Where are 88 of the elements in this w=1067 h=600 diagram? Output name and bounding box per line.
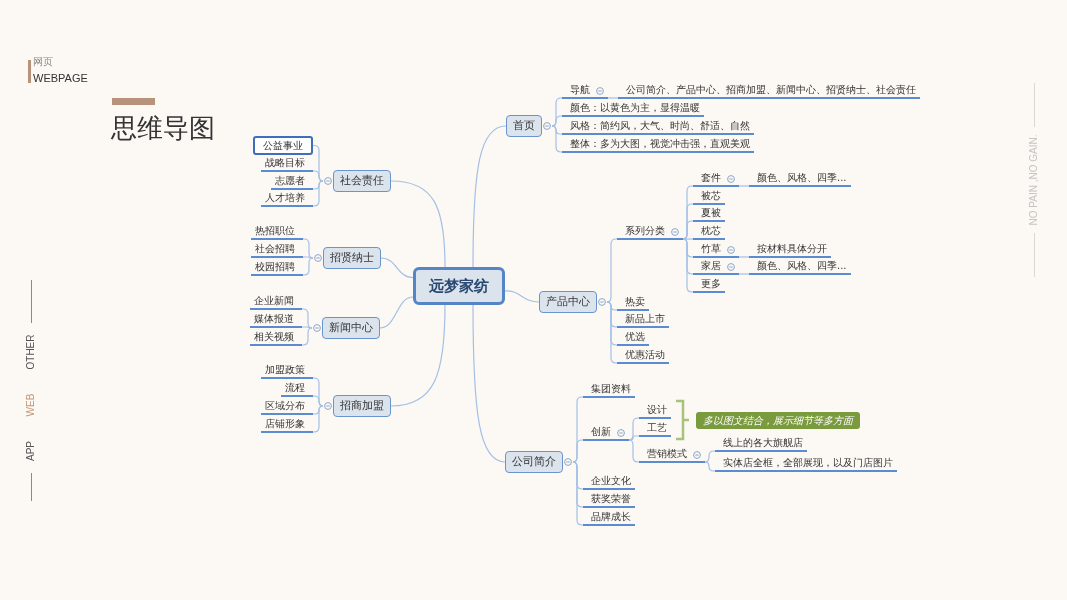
subtopic-label: 颜色：以黄色为主，显得温暖 <box>562 101 704 117</box>
connector-line <box>312 180 324 207</box>
topic-box: 招商加盟 <box>333 395 391 417</box>
connector-line <box>301 326 313 329</box>
connector-line <box>551 125 563 153</box>
subtopic-label: 实体店全框，全部展现，以及门店图片 <box>715 456 897 472</box>
subtopic-label: 媒体报道 <box>250 312 302 328</box>
connector-line <box>379 296 414 329</box>
subtopic-label: 集团资料 <box>583 382 635 398</box>
connector-line <box>390 304 446 407</box>
subtopic-label: 流程 <box>281 381 313 397</box>
subtopic-label: 店铺形象 <box>261 417 313 433</box>
connector-line <box>704 461 716 472</box>
subtopic-label: 颜色、风格、四季... <box>749 171 851 187</box>
connector-line <box>572 439 584 463</box>
section-label: WEBPAGE <box>33 72 88 84</box>
connector-line <box>312 395 324 407</box>
connector-line <box>572 461 584 526</box>
connector-line <box>628 435 640 441</box>
subtopic-label: 颜色、风格、四季... <box>749 259 851 275</box>
topic-box: 招贤纳士 <box>323 247 381 269</box>
topic-box: 新闻中心 <box>322 317 380 339</box>
connector-line <box>682 238 694 293</box>
connector-line <box>312 170 324 182</box>
subtopic-label: 风格：简约风，大气、时尚、舒适、自然 <box>562 119 754 135</box>
connector-line <box>504 290 540 303</box>
subtopic-label: 优选 <box>617 330 649 346</box>
subtopic-label: 相关视频 <box>250 330 302 346</box>
slogan-text: NO PAIN ,NO GAIN. <box>1028 134 1040 226</box>
subtopic-label: 新品上市 <box>617 312 669 328</box>
connector-line <box>628 439 640 463</box>
subtopic-label: 工艺 <box>639 421 671 437</box>
subtopic-label: 更多 <box>693 277 725 293</box>
subtopic-label: 战略目标 <box>261 156 313 172</box>
connector-line <box>606 238 618 303</box>
connector-line <box>704 450 716 463</box>
connector-line <box>738 273 750 275</box>
subtopic-label: 按材料具体分开 <box>749 242 831 258</box>
connector-line <box>606 301 618 364</box>
connector-line <box>472 304 506 463</box>
subtopic-label: 人才培养 <box>261 191 313 207</box>
nav-label: WEB <box>25 393 37 417</box>
subtopic-label: 企业文化 <box>583 474 635 490</box>
subtopic-label: 整体：多为大图，视觉冲击强，直观美观 <box>562 137 754 153</box>
selected-subtopic-box: 公益事业 <box>253 136 313 155</box>
connector-line <box>301 308 313 329</box>
connector-line <box>302 256 314 259</box>
nav-label: APP <box>25 441 37 461</box>
topic-box: 产品中心 <box>539 291 597 313</box>
subtopic-label: 被芯 <box>693 189 725 205</box>
connector-line <box>380 257 414 279</box>
subtopic-label: 获奖荣誉 <box>583 492 635 508</box>
connector-line <box>302 257 314 276</box>
connector-line <box>312 405 324 433</box>
subtopic-label: 品牌成长 <box>583 510 635 526</box>
connector-line <box>682 220 694 240</box>
connector-line <box>738 185 750 187</box>
connector-line <box>738 256 750 258</box>
subtopic-label: 区域分布 <box>261 399 313 415</box>
connector-line <box>682 238 694 240</box>
connector-line <box>390 180 446 268</box>
topic-box: 首页 <box>506 115 542 137</box>
section-label: 网页 <box>33 56 53 68</box>
summary-callout: 多以图文结合，展示细节等多方面 <box>696 411 860 429</box>
connector-line <box>302 238 314 259</box>
subtopic-label: 热招职位 <box>251 224 303 240</box>
subtopic-label: 线上的各大旗舰店 <box>715 436 807 452</box>
subtopic-label: 社会招聘 <box>251 242 303 258</box>
subtopic-label: 志愿者 <box>271 174 313 190</box>
topic-box: 社会责任 <box>333 170 391 192</box>
subtopic-label: 热卖 <box>617 295 649 311</box>
connector-line <box>301 327 313 346</box>
subtopic-label: 设计 <box>639 403 671 419</box>
connector-line <box>472 125 507 268</box>
subtopic-label: 优惠活动 <box>617 348 669 364</box>
connector-line <box>551 115 563 127</box>
connector-line <box>628 417 640 441</box>
subtopic-label: 公司简介、产品中心、招商加盟、新闻中心、招贤纳士、社会责任 <box>618 83 920 99</box>
page-title: 思维导图 <box>111 112 215 145</box>
subtopic-label: 校园招聘 <box>251 260 303 276</box>
topic-box: 公司简介 <box>505 451 563 473</box>
central-topic-box: 远梦家纺 <box>413 267 505 305</box>
subtopic-label: 加盟政策 <box>261 363 313 379</box>
subtopic-label: 夏被 <box>693 206 725 222</box>
connector-line <box>607 97 619 99</box>
subtopic-label: 企业新闻 <box>250 294 302 310</box>
subtopic-label: 枕芯 <box>693 224 725 240</box>
nav-label: OTHER <box>25 334 37 370</box>
